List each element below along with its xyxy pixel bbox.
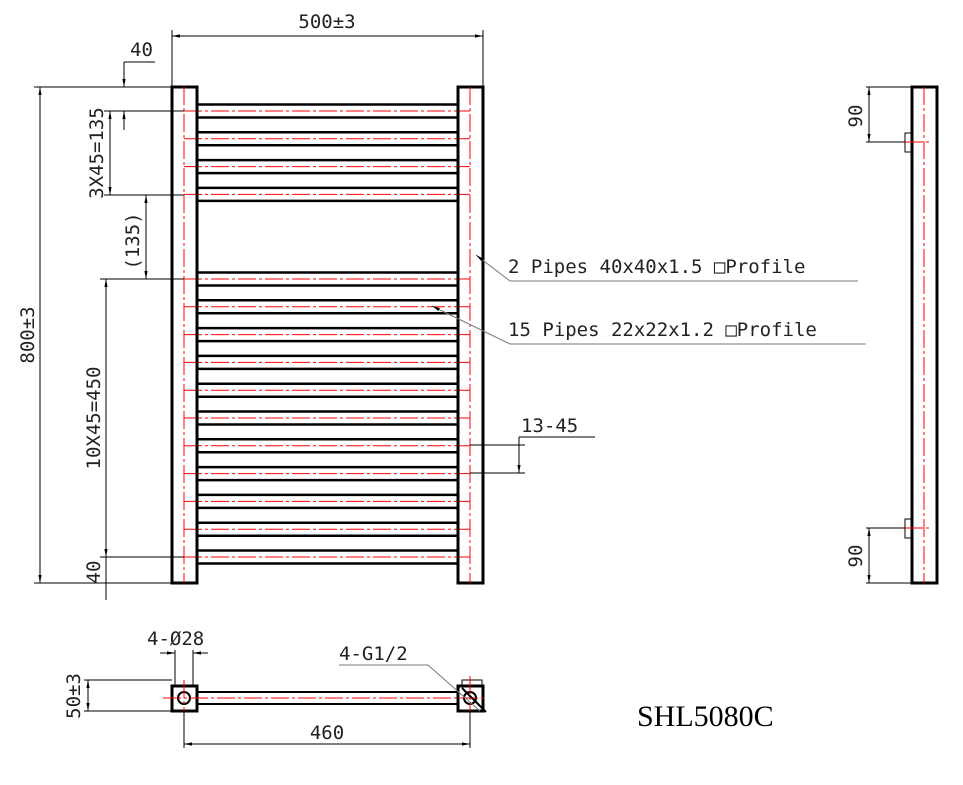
rail-10 <box>184 410 470 426</box>
depth-dimension: 50±3 <box>63 673 172 719</box>
rail-7 <box>184 326 470 343</box>
top-group-dimension: 3X45=135 <box>86 107 184 199</box>
bottom-offset-dimension: 40 <box>83 557 107 600</box>
svg-text:10X45=450: 10X45=450 <box>83 367 105 470</box>
svg-text:15 Pipes 22x22x1.2 □Profile: 15 Pipes 22x22x1.2 □Profile <box>508 319 817 341</box>
side-view: 90 90 <box>845 85 939 585</box>
width-dimension: 500±3 <box>171 11 484 86</box>
svg-text:460: 460 <box>310 722 344 744</box>
svg-text:2 Pipes 40x40x1.5 □Profile: 2 Pipes 40x40x1.5 □Profile <box>508 256 805 278</box>
svg-text:800±3: 800±3 <box>17 306 39 363</box>
rail-13 <box>184 493 470 510</box>
svg-text:50±3: 50±3 <box>63 673 85 719</box>
rail-callout: 15 Pipes 22x22x1.2 □Profile <box>431 305 866 345</box>
bottom-bracket-dimension: 90 <box>845 545 867 568</box>
svg-text:3X45=135: 3X45=135 <box>86 107 108 199</box>
svg-text:4-Ø28: 4-Ø28 <box>147 628 204 650</box>
svg-text:(135): (135) <box>122 212 144 269</box>
rail-8 <box>184 354 470 371</box>
rail-6 <box>184 299 470 315</box>
rail-4 <box>184 186 470 203</box>
svg-text:4-G1/2: 4-G1/2 <box>339 643 408 665</box>
bottom-view: 4-Ø28 4-G1/2 50±3 460 <box>63 628 487 748</box>
gap-dimension: (135) <box>122 194 184 280</box>
center-dimension: 460 <box>183 711 471 748</box>
front-view: 500±3 800±3 40 3X45=135 (135 <box>17 11 866 600</box>
rail-14 <box>184 521 470 537</box>
height-dimension: 800±3 <box>17 86 172 584</box>
rail-15 <box>184 549 470 565</box>
rail-3 <box>184 158 470 175</box>
rail-2 <box>184 131 470 147</box>
stile-callout: 2 Pipes 40x40x1.5 □Profile <box>475 254 858 282</box>
hole-dimension: 4-Ø28 <box>147 628 208 686</box>
model-number: SHL5080C <box>637 700 774 733</box>
svg-text:13-45: 13-45 <box>521 415 578 437</box>
svg-text:500±3: 500±3 <box>298 11 355 33</box>
rail-5 <box>184 271 470 287</box>
rail-spacing-dimension: 13-45 <box>470 415 595 474</box>
rail-11 <box>184 438 470 454</box>
top-bracket-dimension: 90 <box>845 105 867 128</box>
svg-text:40: 40 <box>130 39 153 61</box>
rails <box>184 103 470 565</box>
rail-9 <box>184 382 470 398</box>
top-offset-dimension: 40 <box>118 39 184 130</box>
svg-text:40: 40 <box>83 561 105 584</box>
rail-1 <box>184 103 470 119</box>
thread-callout: 4-G1/2 <box>339 643 481 712</box>
bottom-group-dimension: 10X45=450 <box>83 278 184 558</box>
rail-12 <box>184 465 470 482</box>
